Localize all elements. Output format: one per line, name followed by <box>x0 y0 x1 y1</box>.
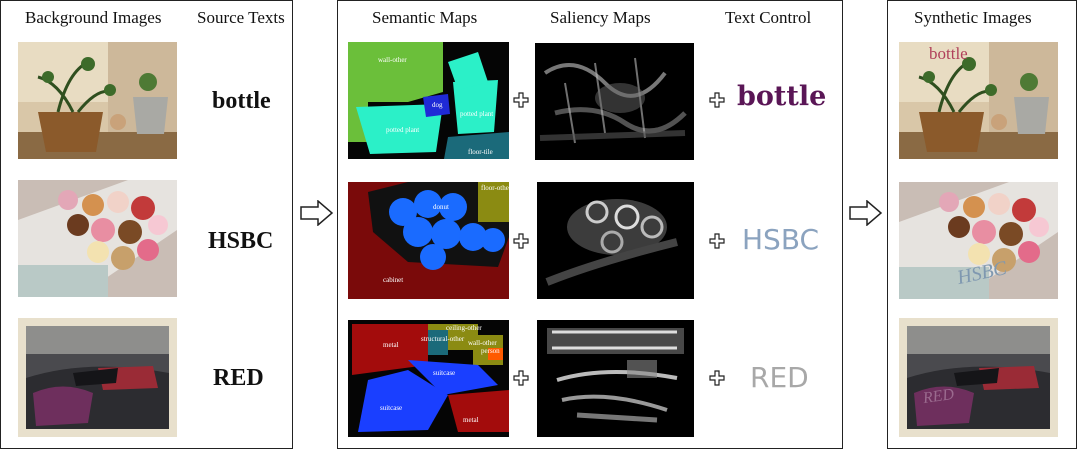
header-source-texts: Source Texts <box>197 8 285 27</box>
svg-text:person: person <box>481 347 500 355</box>
overlay-text-1: bottle <box>929 44 968 63</box>
semantic-map-luggage: ceiling-other metal structural-other wal… <box>348 320 509 437</box>
text-control-3: RED <box>750 361 809 394</box>
text-control-2: HSBC <box>742 223 820 256</box>
background-image-plant <box>18 42 177 159</box>
source-text-1: bottle <box>212 88 271 114</box>
saliency-map-donuts <box>537 182 694 299</box>
plus-icon <box>513 370 529 386</box>
semantic-map-plant: wall-other dog potted plant potted plant… <box>348 42 509 159</box>
svg-text:structural-other: structural-other <box>421 335 465 343</box>
svg-text:dog: dog <box>432 101 443 109</box>
svg-text:potted plant: potted plant <box>460 110 493 118</box>
svg-text:wall-other: wall-other <box>378 56 407 64</box>
svg-text:donut: donut <box>433 203 449 211</box>
text-control-1: bottle <box>737 81 827 112</box>
synthetic-image-donuts: HSBC <box>899 182 1058 299</box>
plus-icon <box>513 233 529 249</box>
semantic-map-donuts: floor-other donut cabinet <box>348 182 509 299</box>
source-text-2: HSBC <box>208 228 274 254</box>
plus-icon <box>709 370 725 386</box>
source-text-3: RED <box>213 365 264 391</box>
header-semantic-maps: Semantic Maps <box>372 8 478 27</box>
header-text-control: Text Control <box>725 8 812 27</box>
svg-text:metal: metal <box>463 416 479 424</box>
svg-text:suitcase: suitcase <box>380 404 402 412</box>
svg-text:floor-other: floor-other <box>481 184 509 192</box>
saliency-map-luggage <box>537 320 694 437</box>
arrow-right-icon <box>300 200 334 226</box>
synthetic-image-plant: bottle <box>899 42 1058 159</box>
header-synthetic-images: Synthetic Images <box>914 8 1032 27</box>
plus-icon <box>709 92 725 108</box>
background-image-donuts <box>18 180 177 297</box>
header-background-images: Background Images <box>25 8 162 27</box>
plus-icon <box>709 233 725 249</box>
svg-text:wall-other: wall-other <box>468 339 497 347</box>
svg-text:suitcase: suitcase <box>433 369 455 377</box>
background-image-luggage <box>18 318 177 437</box>
header-saliency-maps: Saliency Maps <box>550 8 651 27</box>
synthetic-image-luggage: RED <box>899 318 1058 437</box>
svg-text:floor-tile: floor-tile <box>468 148 493 156</box>
svg-text:metal: metal <box>383 341 399 349</box>
svg-text:potted plant: potted plant <box>386 126 419 134</box>
arrow-right-icon <box>849 200 883 226</box>
svg-text:cabinet: cabinet <box>383 276 403 284</box>
plus-icon <box>513 92 529 108</box>
saliency-map-plant <box>535 43 694 160</box>
svg-text:ceiling-other: ceiling-other <box>446 324 482 332</box>
